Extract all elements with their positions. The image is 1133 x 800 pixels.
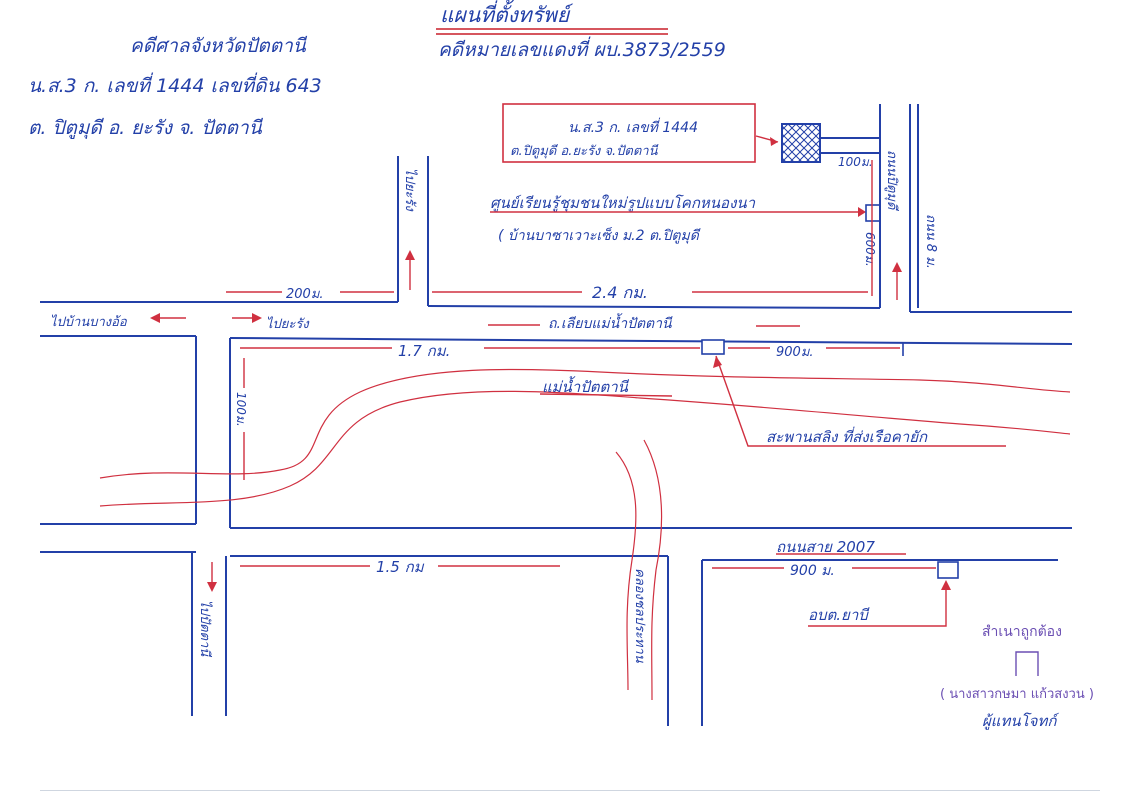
river-bank-lower <box>99 390 1071 507</box>
sao-pointer-arrowhead <box>941 580 951 590</box>
learning-center-label: ศูนย์เรียนรู้ชุมชนใหม่รูปแบบโคกหนองนา <box>490 194 756 212</box>
road-pitumudi-label: ถนนปิตูมุดี <box>884 150 900 211</box>
to-pattani-label: ไปปัตตานี <box>197 600 213 657</box>
to-ban-bangao-label: ไปบ้านบางอ้อ <box>50 314 128 330</box>
road-8m-label: ถนน 8 ม. <box>923 214 938 269</box>
main-road-label-dashes <box>488 324 800 327</box>
bridge-pointer-arrowhead <box>713 356 722 368</box>
main-road-label: ถ.เลียบแม่น้ำปัตตานี <box>548 313 673 332</box>
bridge-marker <box>701 339 725 355</box>
sao-pointer-line <box>808 586 947 627</box>
sao-label: อบต.ยาบี <box>808 606 870 624</box>
main-road-top-right-edge <box>427 305 1072 313</box>
dist-900m-top: 900ม. <box>776 345 814 360</box>
property-access-lines <box>820 137 880 154</box>
dist-600m: 600ม. <box>863 232 877 267</box>
to-yarang-vertical-label: ไปยะรัง <box>402 168 418 212</box>
river-label: แม่น้ำปัตตานี <box>542 376 629 396</box>
canal-label: คลองชลประทาน <box>632 568 647 664</box>
canal-right-bank <box>643 439 663 701</box>
learning-center-sublabel: ( บ้านบาซาเวาะเซ็ง ม.2 ต.ปิตูมุดี <box>498 227 701 244</box>
dist-100m-top: 100ม. <box>838 155 873 169</box>
bridge-pointer-line <box>715 355 1006 447</box>
location-info: ต. ปิตูมุดี อ. ยะรัง จ. ปัตตานี <box>28 117 264 139</box>
stamp-signer-role: ผู้แทนโจทก์ <box>982 712 1059 730</box>
to-pattani-arrowhead <box>207 582 217 592</box>
dist-2-4km: 2.4 กม. <box>592 283 648 302</box>
property-box-line2: ต.ปิตูมุดี อ.ยะรัง จ.ปัตตานี <box>510 143 659 159</box>
deed-info: น.ส.3 ก. เลขที่ 1444 เลขที่ดิน 643 <box>28 72 322 97</box>
property-box-line1: น.ส.3 ก. เลขที่ 1444 <box>568 117 698 136</box>
property-pointer-arrowhead <box>770 137 778 146</box>
main-road-bottom-edge-right <box>229 337 1073 345</box>
to-yarang-arrowhead <box>405 250 415 260</box>
dist-100m-left: 100ม. <box>234 392 248 427</box>
property-parcel <box>781 123 821 163</box>
road-2007-label: ถนนสาย 2007 <box>776 538 875 556</box>
case-number: คดีหมายเลขแดงที่ ผบ.3873/2559 <box>438 36 726 61</box>
learning-center-marker <box>865 204 881 222</box>
stamp-signer-name: ( นางสาวกษมา แก้วสงวน ) <box>940 687 1094 702</box>
pitumudi-arrowhead <box>892 262 902 272</box>
dist-1-5km: 1.5 กม <box>376 558 425 576</box>
page-bottom-rule <box>40 790 1100 791</box>
certified-copy-stamp: สำเนาถูกต้อง <box>982 624 1062 640</box>
to-yarang-label: ไปยะรัง <box>266 316 310 332</box>
to-ban-bangao-arrowhead <box>150 313 160 323</box>
to-yarang-horizontal-arrowhead <box>252 313 262 323</box>
signature-mark <box>1015 651 1039 676</box>
canal-left-bank <box>615 451 637 691</box>
dist-1-7km: 1.7 กม. <box>398 342 450 360</box>
property-description-box <box>502 103 756 163</box>
river-label-underline <box>539 393 673 397</box>
dist-200m: 200ม. <box>286 287 324 302</box>
dist-900m-bottom: 900 ม. <box>790 563 835 579</box>
river-bank-upper <box>99 368 1071 479</box>
bridge-label: สะพานสลิง ที่ส่งเรือคายัก <box>766 426 928 446</box>
learning-center-arrowhead <box>858 207 866 217</box>
court-name: คดีศาลจังหวัดปัตตานี <box>130 35 308 57</box>
sao-marker <box>937 561 959 579</box>
map-title: แผนที่ตั้งทรัพย์ <box>440 0 573 27</box>
